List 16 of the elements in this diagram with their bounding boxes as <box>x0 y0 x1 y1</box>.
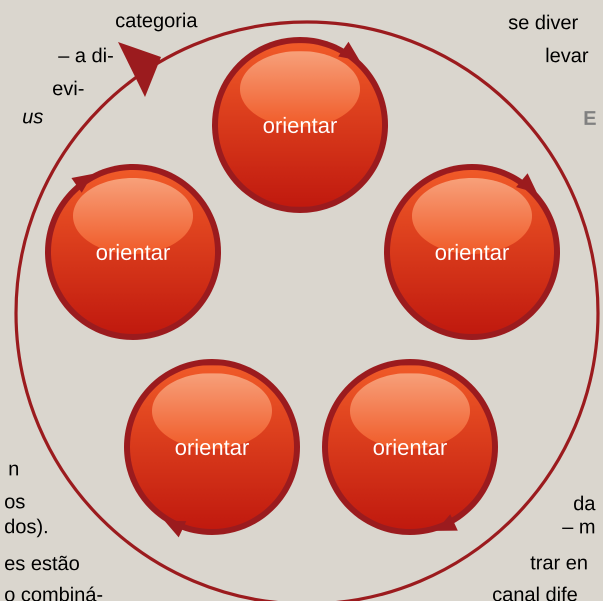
text-fragment: es estão <box>5 556 79 570</box>
text-fragment: us <box>23 112 43 124</box>
text-fragment: o combiná- <box>5 586 102 601</box>
text-fragment: trar en <box>530 556 587 570</box>
text-fragment: dos). <box>5 518 47 538</box>
text-fragment: – a di- <box>58 48 113 62</box>
text-fragment: levar <box>546 48 588 62</box>
text-fragment: os <box>5 498 25 508</box>
text-fragment: da <box>574 496 596 510</box>
text-fragment: evi- <box>53 80 84 96</box>
text-fragment: canal dife <box>493 586 577 601</box>
text-fragment: E <box>584 111 596 125</box>
text-fragment: n <box>10 464 18 476</box>
text-fragment: – m <box>562 522 594 534</box>
text-fragment: categoria <box>116 12 198 32</box>
text-fragment: se diver <box>508 14 578 30</box>
